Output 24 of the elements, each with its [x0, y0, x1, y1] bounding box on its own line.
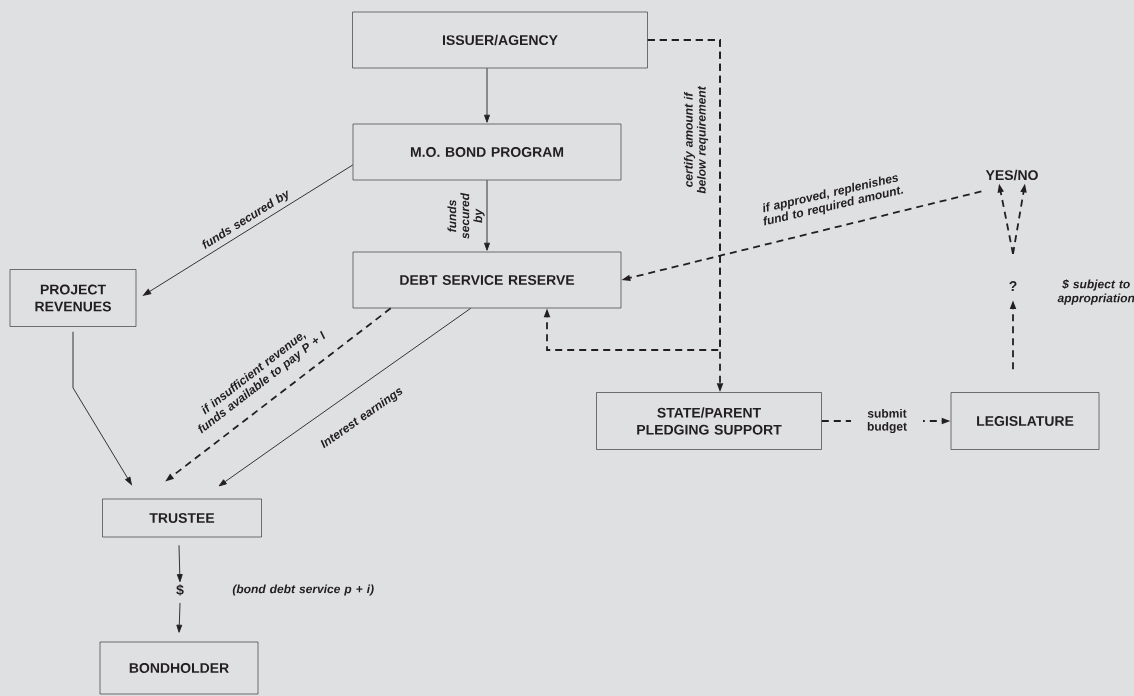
process-box: STATE/PARENT PLEDGING SUPPORT — [596, 392, 822, 450]
arrow — [143, 164, 354, 296]
flow-text: YES/NO — [985, 169, 1038, 181]
process-box: TRUSTEE — [102, 498, 262, 538]
arrow — [218, 307, 472, 487]
process-box: BONDHOLDER — [99, 641, 259, 695]
note-text: (bond debt service p + i) — [232, 584, 374, 596]
arrow — [484, 67, 490, 123]
edge-label: submit budget — [851, 407, 923, 435]
arrow — [176, 602, 183, 633]
edge-label: funds secured by — [447, 192, 485, 239]
process-box: M.O. BOND PROGRAM — [352, 123, 622, 181]
arrow — [543, 39, 721, 351]
arrow — [72, 331, 132, 485]
arrow — [176, 544, 183, 583]
flow-text: ? — [1009, 281, 1017, 291]
edge-label: certify amount if below requirement — [683, 85, 709, 194]
note-text: $ subject to appropriation — [1057, 279, 1134, 305]
process-box: ISSUER/AGENCY — [352, 11, 648, 69]
process-box: PROJECT REVENUES — [9, 269, 137, 327]
flow-text: $ — [176, 584, 184, 596]
process-box: LEGISLATURE — [950, 392, 1100, 450]
arrow — [484, 179, 490, 251]
process-box: DEBT SERVICE RESERVE — [352, 251, 622, 309]
